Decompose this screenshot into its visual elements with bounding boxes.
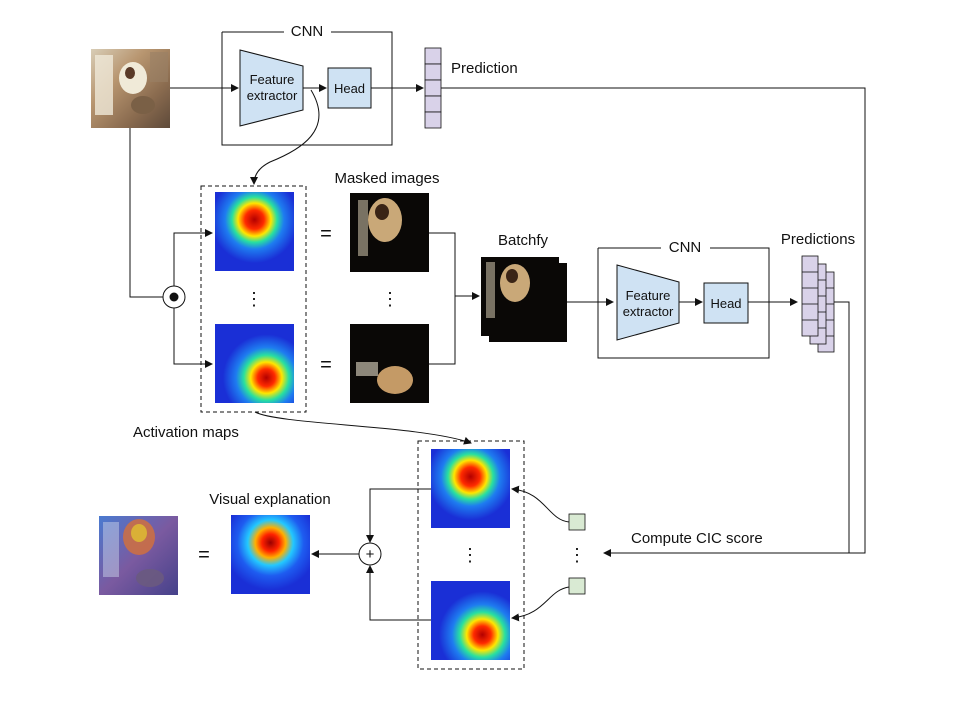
score-1-arrow [511, 485, 570, 523]
activation-map-n [215, 324, 294, 403]
scores-vdots: ⋮ [568, 545, 586, 565]
sum-symbol: + [366, 546, 375, 563]
masked-image-1 [350, 193, 429, 272]
visual-explanation-label: Visual explanation [209, 491, 330, 508]
equals-2: = [320, 354, 332, 376]
feature-extractor-top-line2: extractor [247, 88, 298, 103]
predictions-to-cic-line [834, 301, 865, 554]
prediction-label: Prediction [451, 60, 518, 77]
overlay-image [99, 516, 178, 595]
input-image [91, 49, 170, 128]
elementwise-product-dot [169, 292, 179, 302]
score-box-n [568, 577, 586, 595]
cnn-mid-box: CNN Feature extractor Head [597, 239, 798, 359]
masked-image-n [350, 324, 429, 403]
visual-explanation-map [231, 515, 310, 594]
weighted-maps-vdots: ⋮ [461, 545, 479, 565]
weighted-1-to-sum [366, 488, 431, 543]
predictions-label: Predictions [781, 231, 855, 248]
activation-maps-group [200, 185, 307, 413]
feature-extractor-mid-line2: extractor [623, 304, 674, 319]
cnn-mid-title: CNN [669, 239, 702, 256]
weighted-map-n [431, 581, 510, 660]
batch-stack [481, 257, 567, 342]
batchfy-label: Batchfy [498, 232, 549, 249]
activation-to-weighted-arrow [254, 411, 472, 445]
score-n-arrow [511, 586, 570, 622]
score-box-1 [568, 513, 586, 531]
equals-1: = [320, 223, 332, 245]
weighted-n-to-sum [366, 565, 431, 621]
activation-maps-vdots: ⋮ [245, 289, 263, 309]
head-mid-label: Head [710, 296, 741, 311]
feature-extractor-top-line1: Feature [250, 72, 295, 87]
feature-extractor-mid [616, 264, 680, 341]
top-connectors [129, 84, 866, 557]
activation-map-1 [215, 192, 294, 271]
feature-extractor-top [239, 49, 304, 127]
feature-extractor-mid-line1: Feature [626, 288, 671, 303]
predictions-stack [801, 255, 835, 353]
masked-images-vdots: ⋮ [381, 289, 399, 309]
compute-cic-label: Compute CIC score [631, 530, 763, 547]
prediction-vector [424, 47, 442, 129]
head-mid [703, 282, 749, 324]
masked-merge-line [429, 232, 456, 365]
cnn-top-title: CNN [291, 23, 324, 40]
equals-3: = [198, 544, 210, 566]
activation-maps-label: Activation maps [133, 424, 239, 441]
weighted-maps-group [417, 440, 525, 670]
head-top-label: Head [334, 81, 365, 96]
cnn-top-box: CNN Feature extractor Head [221, 23, 393, 146]
masked-images-label: Masked images [334, 170, 439, 187]
weighted-map-1 [431, 449, 510, 528]
